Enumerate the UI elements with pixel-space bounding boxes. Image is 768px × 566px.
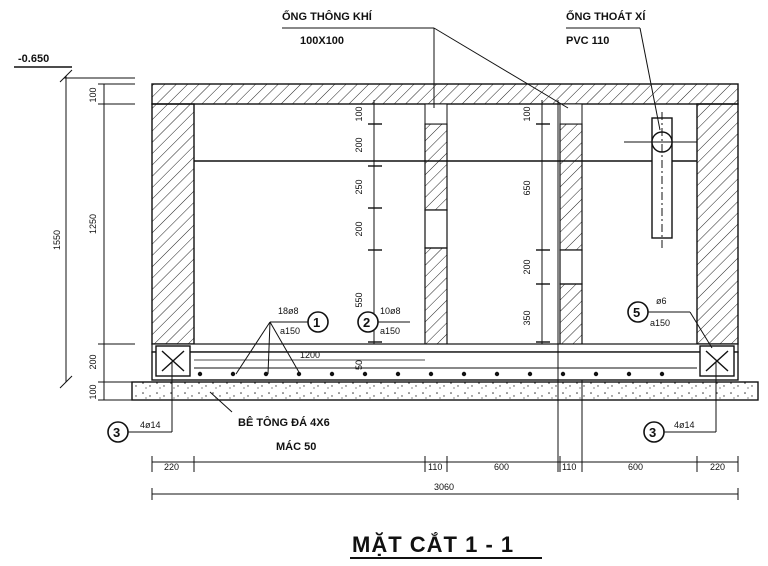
concrete-grade: MÁC 50 — [276, 440, 316, 453]
wall1-dim-5: 550 — [354, 292, 364, 307]
rebar-dot — [230, 371, 236, 377]
level-marker: -0.650 — [14, 53, 135, 79]
rebar-dot — [461, 371, 467, 377]
rebar-dot — [527, 371, 533, 377]
marker-1-num: 1 — [313, 315, 320, 330]
vent-openings — [424, 103, 583, 125]
concrete-leader — [209, 391, 233, 413]
wall2-dim-4: 350 — [522, 310, 532, 325]
drain-pipe — [624, 112, 697, 250]
rebar-dot — [560, 371, 566, 377]
rebar-dot — [659, 371, 665, 377]
wall2-dim-1: 100 — [522, 106, 532, 121]
wall1-dim-6: 50 — [354, 360, 364, 370]
rebar-5-spacing: a150 — [650, 318, 670, 328]
rebar-dot — [197, 371, 203, 377]
rebar-dot — [593, 371, 599, 377]
rebar-dot — [395, 371, 401, 377]
rebar-dots — [197, 371, 665, 377]
marker-5-num: 5 — [633, 305, 640, 320]
rebar-dot — [296, 371, 302, 377]
bottom-dimension-chain — [151, 100, 739, 500]
vent-leaders — [282, 27, 569, 109]
marker-1: 1 18ø8 a150 — [235, 306, 329, 375]
rebar-5-spec: ø6 — [656, 296, 667, 306]
wall2-dim-3: 200 — [522, 259, 532, 274]
top-slab — [151, 83, 739, 105]
marker-5: 5 ø6 a150 — [627, 296, 713, 349]
dim-1250: 1250 — [88, 214, 98, 234]
inner-dim-1200: 1200 — [300, 350, 320, 360]
dim-100-top: 100 — [88, 87, 98, 102]
wall2-dim-2: 650 — [522, 180, 532, 195]
rebar-2-spacing: a150 — [380, 326, 400, 336]
rebar-dot — [494, 371, 500, 377]
rebar-3-right: 4ø14 — [674, 420, 695, 430]
drain-leader — [566, 27, 661, 131]
wall2-ticks — [536, 123, 550, 343]
drain-pipe-size: PVC 110 — [566, 35, 609, 47]
overall-dim: 3060 — [434, 482, 454, 492]
left-dimension-chain — [59, 69, 135, 401]
lean-concrete — [131, 381, 759, 401]
rebar-1-spacing: a150 — [280, 326, 300, 336]
outer-walls — [151, 103, 739, 345]
wall1-dim-4: 200 — [354, 221, 364, 236]
vent-pipe-size: 100X100 — [300, 35, 344, 47]
wall1-dim-3: 250 — [354, 179, 364, 194]
bottom-slab — [151, 343, 739, 381]
wall1-dim-2: 200 — [354, 137, 364, 152]
bottom-dim-6: 220 — [710, 462, 725, 472]
bottom-dim-2: 110 — [428, 462, 442, 472]
marker-3-left-num: 3 — [113, 425, 120, 440]
drain-pipe-label: ỐNG THOÁT XÍ — [566, 9, 646, 23]
bottom-dim-5: 600 — [628, 462, 643, 472]
marker-3-left: 3 4ø14 — [107, 362, 173, 443]
section-title: MẶT CẮT 1 - 1 — [352, 532, 514, 557]
wall1-ticks — [368, 123, 382, 343]
rebar-dot — [626, 371, 632, 377]
corner-beams — [155, 345, 735, 377]
rebar-dot — [428, 371, 434, 377]
bottom-dim-3: 600 — [494, 462, 509, 472]
bottom-dim-1: 220 — [164, 462, 179, 472]
marker-3-right-num: 3 — [649, 425, 656, 440]
bottom-dim-4: 110 — [562, 462, 576, 472]
dim-100-bottom: 100 — [88, 384, 98, 399]
vent-pipe-label: ỐNG THÔNG KHÍ — [282, 9, 373, 23]
rebar-3-left: 4ø14 — [140, 420, 161, 430]
marker-3-right: 3 4ø14 — [643, 362, 717, 443]
marker-2-num: 2 — [363, 315, 370, 330]
dim-1550: 1550 — [52, 230, 62, 250]
rebar-2-spec: 10ø8 — [380, 306, 401, 316]
marker-2: 2 10ø8 a150 — [357, 306, 410, 336]
level-text: -0.650 — [18, 53, 49, 65]
rebar-dot — [329, 371, 335, 377]
rebar-dot — [362, 371, 368, 377]
rebar-dot — [263, 371, 269, 377]
dim-200-left: 200 — [88, 354, 98, 369]
wall1-dim-1: 100 — [354, 106, 364, 121]
concrete-label: BÊ TÔNG ĐÁ 4X6 — [238, 416, 330, 429]
rebar-1-spec: 18ø8 — [278, 306, 299, 316]
